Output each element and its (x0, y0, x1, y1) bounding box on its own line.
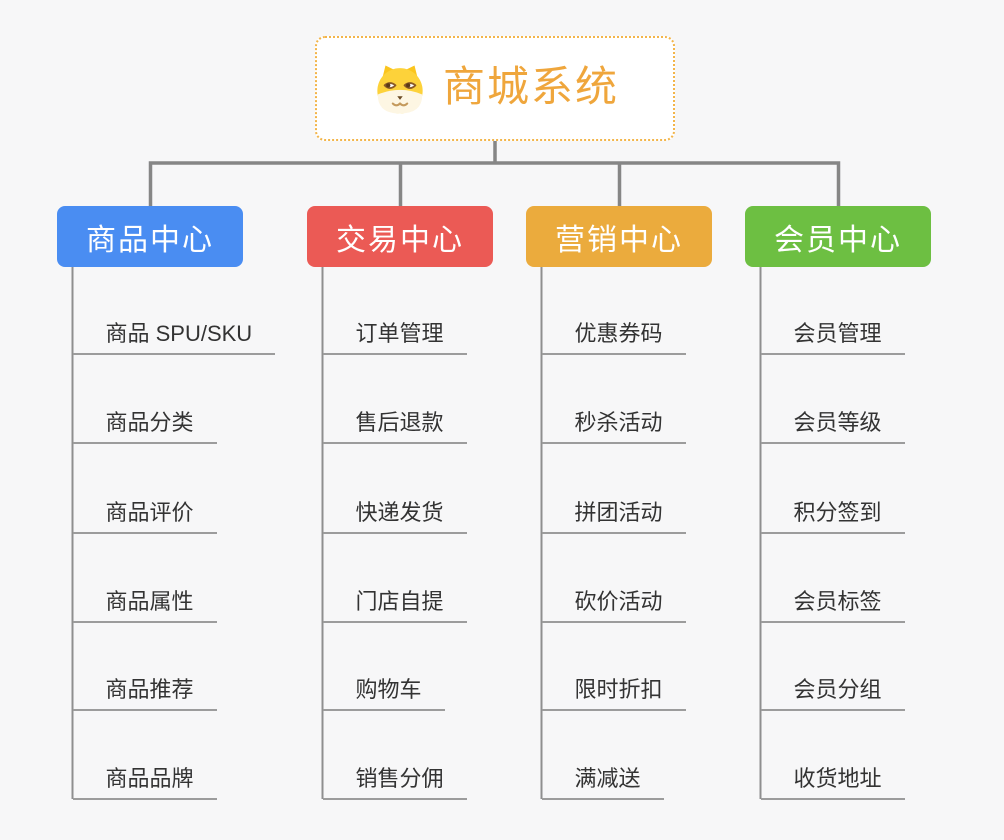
root-branch-connector (148, 141, 841, 207)
leaf-node[interactable]: 会员分组 (760, 677, 905, 711)
leaf-node[interactable]: 拼团活动 (541, 500, 686, 534)
leaf-node[interactable]: 会员标签 (760, 589, 905, 623)
leaf-node[interactable]: 商品属性 (72, 589, 217, 623)
leaf-node[interactable]: 订单管理 (322, 321, 467, 355)
leaf-node[interactable]: 积分签到 (760, 500, 905, 534)
branch-node-1[interactable]: 商品中心 (57, 206, 243, 267)
leaf-node[interactable]: 限时折扣 (541, 677, 686, 711)
leaf-node[interactable]: 商品 SPU/SKU (72, 321, 276, 355)
leaf-node[interactable]: 收货地址 (760, 766, 905, 800)
branch-node-2[interactable]: 交易中心 (307, 206, 493, 267)
leaf-node[interactable]: 商品品牌 (72, 766, 217, 800)
root-title: 商城系统 (442, 62, 619, 110)
leaf-node[interactable]: 优惠券码 (541, 321, 686, 355)
leaf-node[interactable]: 会员等级 (760, 410, 905, 444)
root-node[interactable]: 商城系统 (315, 36, 675, 141)
leaf-node[interactable]: 门店自提 (322, 589, 467, 623)
branch-node-3[interactable]: 营销中心 (526, 206, 712, 267)
leaf-node[interactable]: 会员管理 (760, 321, 905, 355)
leaf-node[interactable]: 秒杀活动 (541, 410, 686, 444)
leaf-node[interactable]: 销售分佣 (322, 766, 467, 800)
leaf-node[interactable]: 售后退款 (322, 410, 467, 444)
leaf-node[interactable]: 商品推荐 (72, 677, 217, 711)
branch-node-4[interactable]: 会员中心 (745, 206, 931, 267)
leaf-node[interactable]: 满减送 (541, 766, 664, 800)
shiba-dog-icon (377, 64, 423, 113)
leaf-node[interactable]: 商品评价 (72, 500, 217, 534)
leaf-node[interactable]: 砍价活动 (541, 589, 686, 623)
leaf-node[interactable]: 商品分类 (72, 410, 217, 444)
leaf-node[interactable]: 购物车 (322, 677, 445, 711)
leaf-node[interactable]: 快递发货 (322, 500, 467, 534)
